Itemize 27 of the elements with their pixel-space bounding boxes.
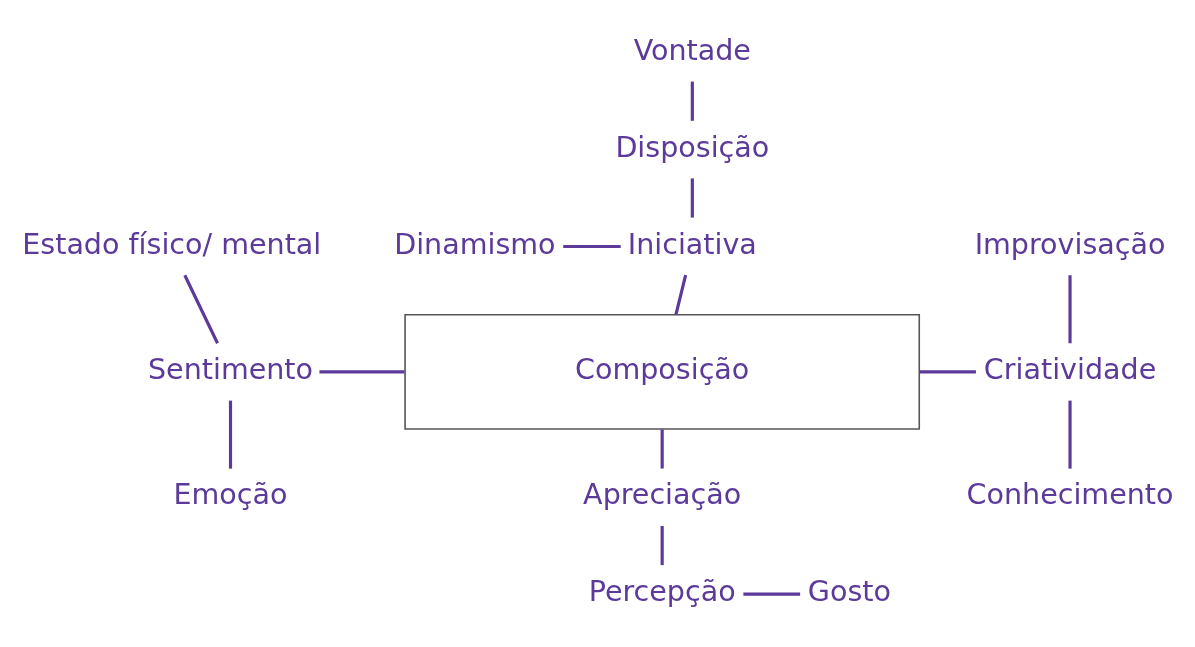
connector — [690, 178, 694, 218]
connector — [183, 274, 219, 344]
node-text: Disposição — [615, 129, 770, 164]
connector — [690, 81, 694, 121]
node-text: Percepção — [588, 574, 736, 609]
connector — [919, 370, 976, 374]
connector — [660, 525, 664, 566]
node-text: Iniciativa — [627, 226, 757, 261]
connector — [674, 274, 688, 316]
connector — [1068, 400, 1072, 469]
connector — [1068, 275, 1072, 344]
node-text: Gosto — [807, 574, 891, 609]
connector — [228, 400, 233, 469]
connector — [743, 592, 801, 596]
node-text: Criatividade — [983, 351, 1157, 386]
node-text: Improvisação — [974, 226, 1166, 261]
node-text: Conhecimento — [966, 477, 1174, 512]
connector — [319, 370, 405, 374]
node-text: Sentimento — [147, 351, 314, 386]
connector — [660, 429, 664, 469]
node-text: Apreciação — [583, 477, 742, 512]
node-text: Dinamismo — [394, 226, 556, 261]
node-text: Emoção — [173, 477, 288, 512]
connector — [563, 244, 621, 249]
node-text: Vontade — [633, 32, 751, 67]
node-box: Composição — [404, 313, 921, 430]
node-text: Estado físico/ mental — [22, 226, 322, 261]
